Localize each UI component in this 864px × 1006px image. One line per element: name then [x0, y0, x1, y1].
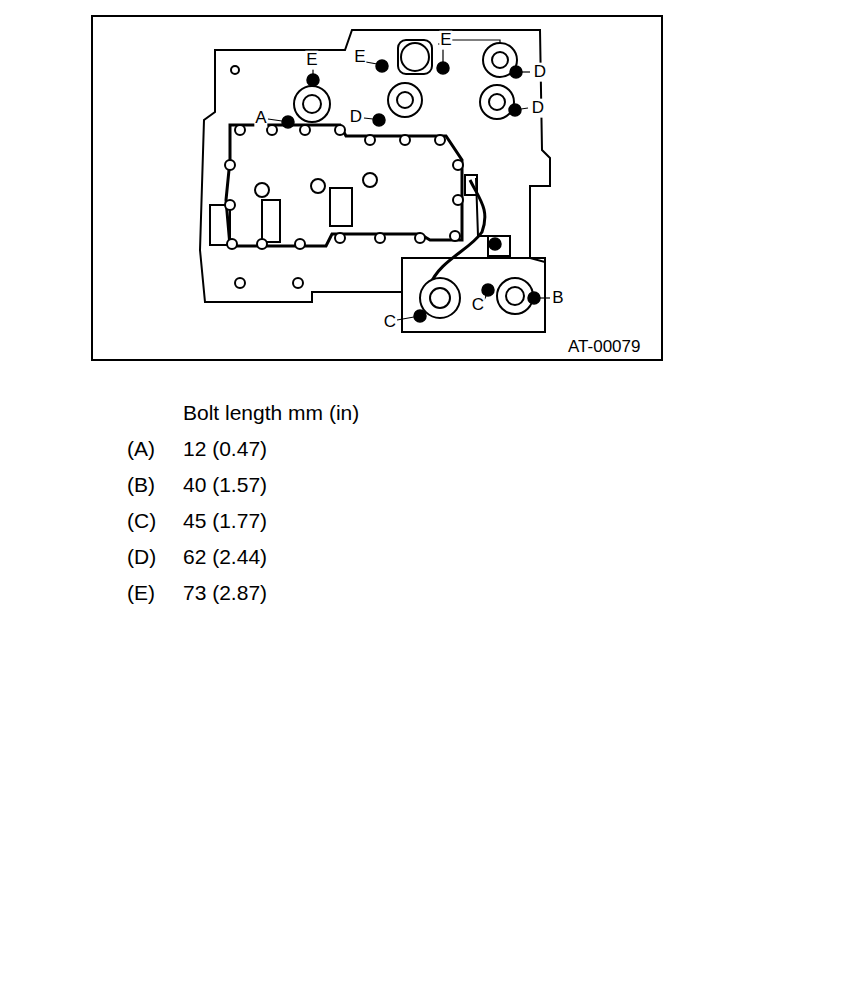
callout-letter: D — [531, 99, 545, 118]
callout-letter: C — [471, 296, 485, 315]
callout-letter: D — [533, 63, 547, 82]
table-heading: Bolt length mm (in) — [183, 401, 359, 424]
table-key: (A) — [127, 437, 155, 460]
callout-letter: B — [551, 289, 564, 308]
table-value: 62 (2.44) — [183, 545, 267, 568]
callout-letter: E — [439, 31, 452, 50]
bolts — [282, 60, 540, 322]
gasket-holes — [225, 66, 463, 288]
solenoids — [294, 40, 533, 318]
table-key: (C) — [127, 509, 156, 532]
valve-body — [200, 30, 550, 332]
table-key: (E) — [127, 581, 155, 604]
figure-code: AT-00079 — [568, 338, 640, 357]
table-key: (B) — [127, 473, 155, 496]
table-value: 40 (1.57) — [183, 473, 267, 496]
callout-letter: D — [349, 108, 363, 127]
figure-frame — [92, 16, 662, 360]
leader-lines — [268, 40, 550, 320]
table-key: (D) — [127, 545, 156, 568]
table-value: 45 (1.77) — [183, 509, 267, 532]
callout-letter: E — [353, 48, 366, 67]
callout-letter: C — [383, 313, 397, 332]
callout-letter: E — [305, 51, 318, 70]
table-value: 12 (0.47) — [183, 437, 267, 460]
callout-letter: A — [254, 109, 267, 128]
table-value: 73 (2.87) — [183, 581, 267, 604]
